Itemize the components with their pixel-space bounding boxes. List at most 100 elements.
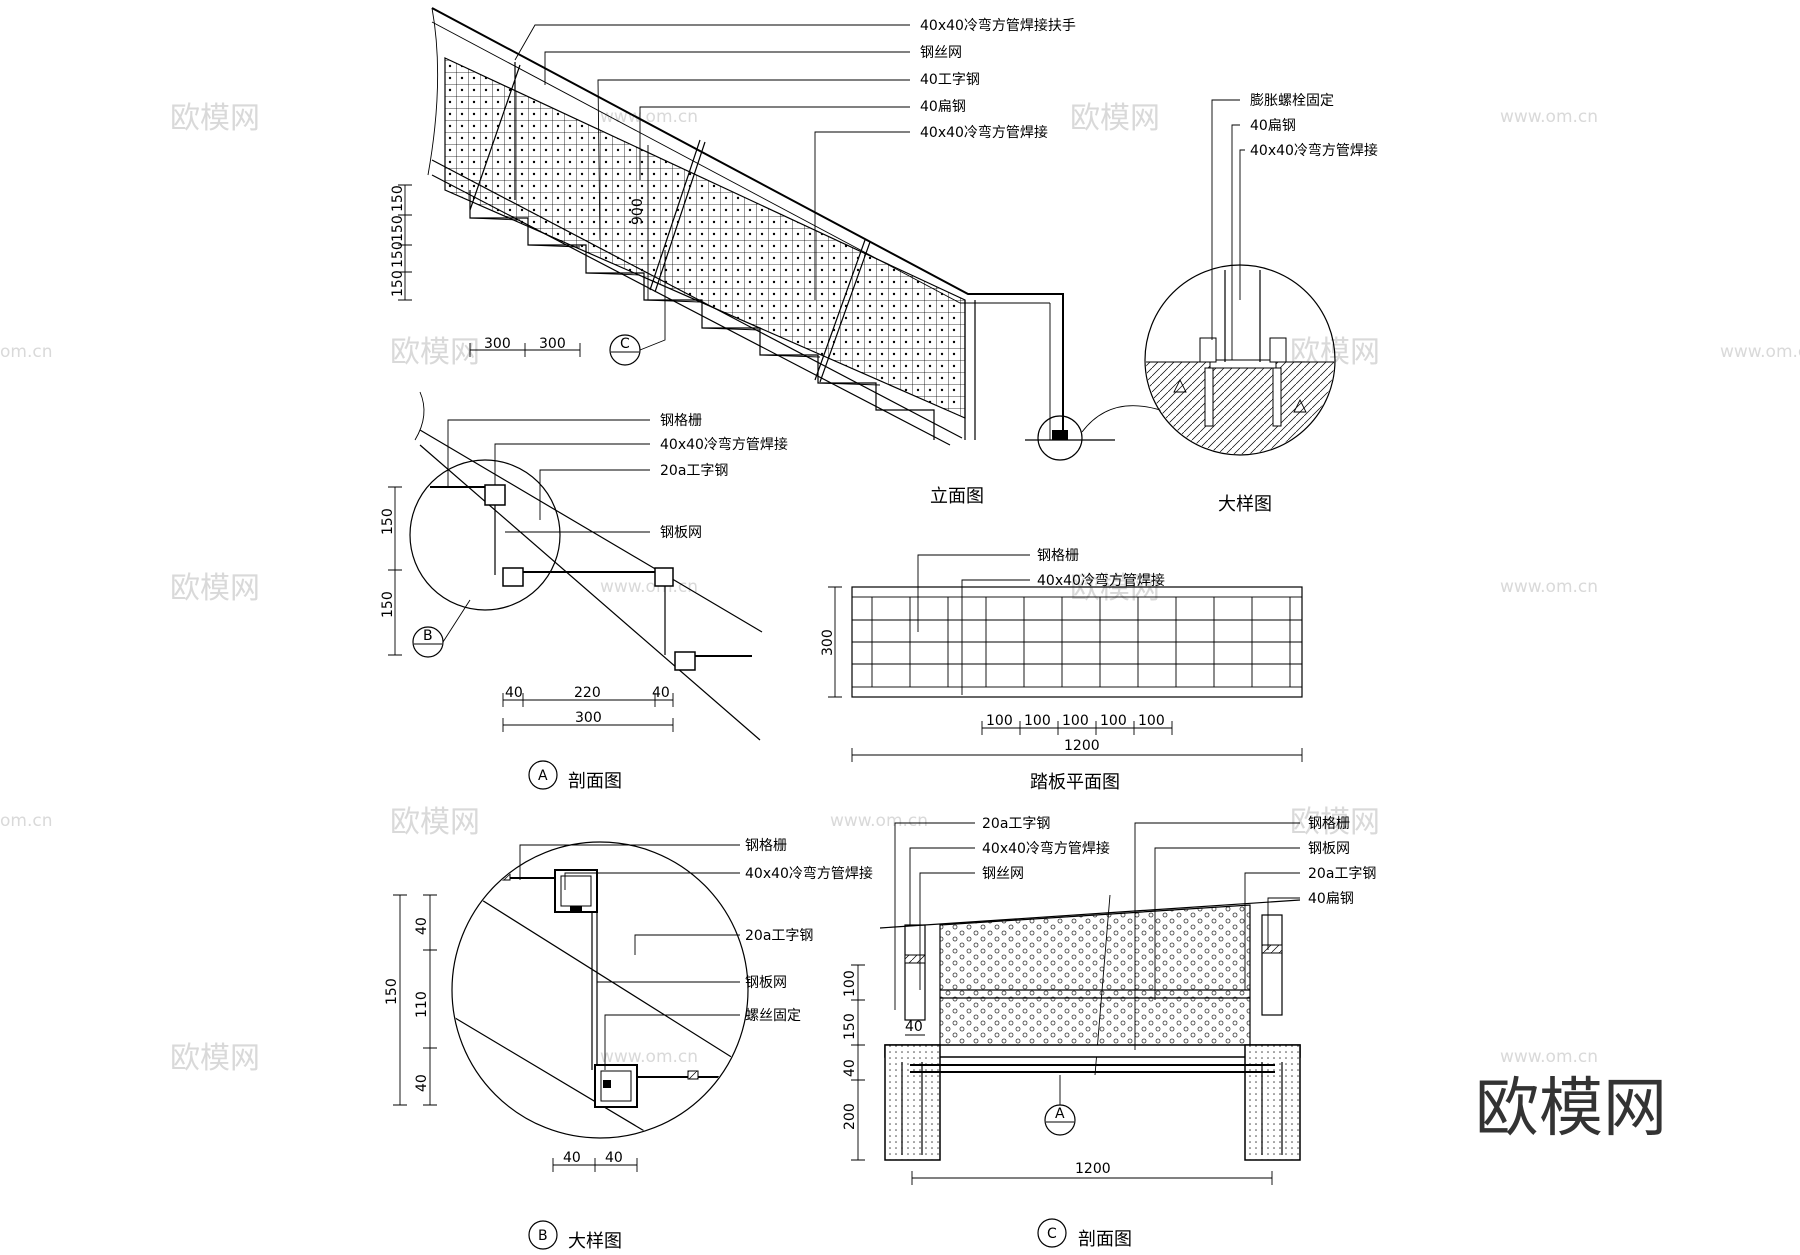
watermark-url-5: www.om.cn [600, 577, 698, 597]
dim-c-total: 1200 [1075, 1161, 1111, 1177]
detail-b-view: 钢格栅 40x40冷弯方管焊接 20a工字钢 钢板网 螺丝固定 150 40 1… [384, 838, 873, 1252]
section-a-view: 钢格栅 40x40冷弯方管焊接 20a工字钢 钢板网 150 150 40 22… [380, 391, 788, 792]
dim-plan-s4: 100 [1100, 713, 1127, 729]
watermark-url-3: om.cn [0, 342, 53, 362]
section-c-view: 20a工字钢 40x40冷弯方管焊接 钢丝网 钢格栅 钢板网 20a工字钢 40… [842, 816, 1376, 1250]
watermark-5: 欧模网 [170, 571, 260, 606]
label-steel-mesh-b: 钢板网 [745, 975, 787, 991]
label-square-tube: 40x40冷弯方管焊接 [920, 124, 1048, 141]
dim-c-v3: 40 [842, 1059, 858, 1077]
dim-b-v1: 40 [414, 917, 430, 935]
dim-c-v1: 100 [842, 970, 858, 997]
label-i-beam-a: 20a工字钢 [660, 463, 728, 479]
dim-plan-s3: 100 [1062, 713, 1089, 729]
detail-b-title: 大样图 [568, 1231, 622, 1252]
dim-a-h1: 40 [505, 685, 523, 701]
watermark-8: 欧模网 [1290, 805, 1380, 840]
callout-b: B [423, 628, 433, 644]
dim-plan-s1: 100 [986, 713, 1013, 729]
label-wire-mesh-c: 钢丝网 [982, 866, 1024, 882]
dim-b-v2: 110 [414, 991, 430, 1018]
label-i-beam: 40工字钢 [920, 72, 980, 88]
dim-plan-s2: 100 [1024, 713, 1051, 729]
label-i-beam-c2: 20a工字钢 [1308, 866, 1376, 882]
label-steel-grating-c: 钢格栅 [1308, 816, 1350, 832]
stair-steps [469, 190, 935, 440]
label-flat-steel-c: 40扁钢 [1308, 891, 1354, 907]
label-steel-grating-b: 钢格栅 [745, 838, 787, 854]
label-handrail: 40x40冷弯方管焊接扶手 [920, 17, 1076, 34]
dim-elev-v1: 150 [390, 185, 406, 212]
dim-plan-total: 1200 [1064, 738, 1100, 754]
dim-elev-h2: 300 [539, 336, 566, 352]
dim-a-h2: 220 [574, 685, 601, 701]
watermark-3: 欧模网 [390, 335, 480, 370]
detail-top-title: 大样图 [1218, 494, 1272, 515]
label-tube-weld-c: 40x40冷弯方管焊接 [982, 840, 1110, 857]
watermark-6: 欧模网 [1070, 571, 1160, 606]
dim-b-h1: 40 [563, 1150, 581, 1166]
dim-c-40: 40 [905, 1019, 923, 1035]
dim-b-h2: 40 [605, 1150, 623, 1166]
label-i-beam-c: 20a工字钢 [982, 816, 1050, 832]
section-a-title: 剖面图 [568, 771, 622, 792]
dim-a-v1: 150 [380, 508, 396, 535]
label-screw-fix: 螺丝固定 [745, 1008, 801, 1024]
label-steel-grating-plan: 钢格栅 [1037, 548, 1079, 564]
label-steel-mesh-a: 钢板网 [660, 525, 702, 541]
watermark-url-9: www.om.cn [600, 1047, 698, 1067]
label-wire-mesh: 钢丝网 [920, 45, 962, 61]
label-steel-grating: 钢格栅 [660, 413, 702, 429]
dim-elev-v3: 150 [390, 241, 406, 268]
mark-a: A [538, 768, 548, 784]
watermark-url-6: www.om.cn [1500, 577, 1598, 597]
watermark-url-7: om.cn [0, 811, 53, 831]
watermark-7: 欧模网 [390, 805, 480, 840]
label-expansion-bolt: 膨胀螺栓固定 [1250, 92, 1334, 109]
dim-elev-h1: 300 [484, 336, 511, 352]
dim-a-total: 300 [575, 710, 602, 726]
label-tube-weld-2: 40x40冷弯方管焊接 [1250, 142, 1378, 159]
label-steel-mesh-c: 钢板网 [1308, 841, 1350, 857]
dim-c-v2: 150 [842, 1013, 858, 1040]
label-i-beam-b: 20a工字钢 [745, 928, 813, 944]
watermark-url-10: www.om.cn [1500, 1047, 1598, 1067]
callout-a: A [1055, 1106, 1065, 1122]
handrail [431, 7, 1064, 440]
dim-elev-900: 900 [630, 198, 646, 225]
label-flat-steel: 40扁钢 [920, 99, 966, 115]
dim-elev-v2: 150 [390, 215, 406, 242]
watermarks: 欧模网 欧模网 欧模网 欧模网 欧模网 欧模网 欧模网 欧模网 欧模网 www.… [0, 101, 1800, 1076]
watermark-url-8: www.om.cn [830, 811, 928, 831]
dim-a-v2: 150 [380, 591, 396, 618]
anchor-detail: 膨胀螺栓固定 40扁钢 40x40冷弯方管焊接 大样图 [1144, 92, 1378, 515]
railing-mesh [444, 57, 966, 419]
watermark-1: 欧模网 [170, 101, 260, 136]
watermark-url-1: www.om.cn [600, 107, 698, 127]
watermark-9: 欧模网 [170, 1041, 260, 1076]
watermark-url-2: www.om.cn [1500, 107, 1598, 127]
dim-c-v4: 200 [842, 1103, 858, 1130]
dim-b-total: 150 [384, 978, 400, 1005]
callout-c-elev: C [620, 336, 630, 352]
watermark-2: 欧模网 [1070, 101, 1160, 136]
plan-title: 踏板平面图 [1030, 772, 1120, 793]
label-tube-weld-a: 40x40冷弯方管焊接 [660, 436, 788, 453]
dim-a-h3: 40 [652, 685, 670, 701]
dim-plan-s5: 100 [1138, 713, 1165, 729]
label-tube-weld-plan: 40x40冷弯方管焊接 [1037, 572, 1165, 589]
label-flat-steel-2: 40扁钢 [1250, 118, 1296, 134]
tread-plan-view: 钢格栅 40x40冷弯方管焊接 300 100 100 100 100 100 … [820, 548, 1303, 793]
mark-c: C [1047, 1226, 1057, 1242]
dim-elev-v4: 150 [390, 270, 406, 297]
brand-logo: 欧模网 [1475, 1072, 1667, 1146]
label-tube-weld-b: 40x40冷弯方管焊接 [745, 865, 873, 882]
elevation-title: 立面图 [930, 486, 984, 507]
watermark-url-4: www.om.cn [1720, 342, 1800, 362]
dim-b-v3: 40 [414, 1074, 430, 1092]
section-c-title: 剖面图 [1078, 1229, 1132, 1250]
dim-plan-height: 300 [820, 629, 836, 656]
mark-b: B [538, 1228, 548, 1244]
elevation-view: 40x40冷弯方管焊接扶手 钢丝网 40工字钢 40扁钢 40x40冷弯方管焊接… [390, 7, 1221, 507]
